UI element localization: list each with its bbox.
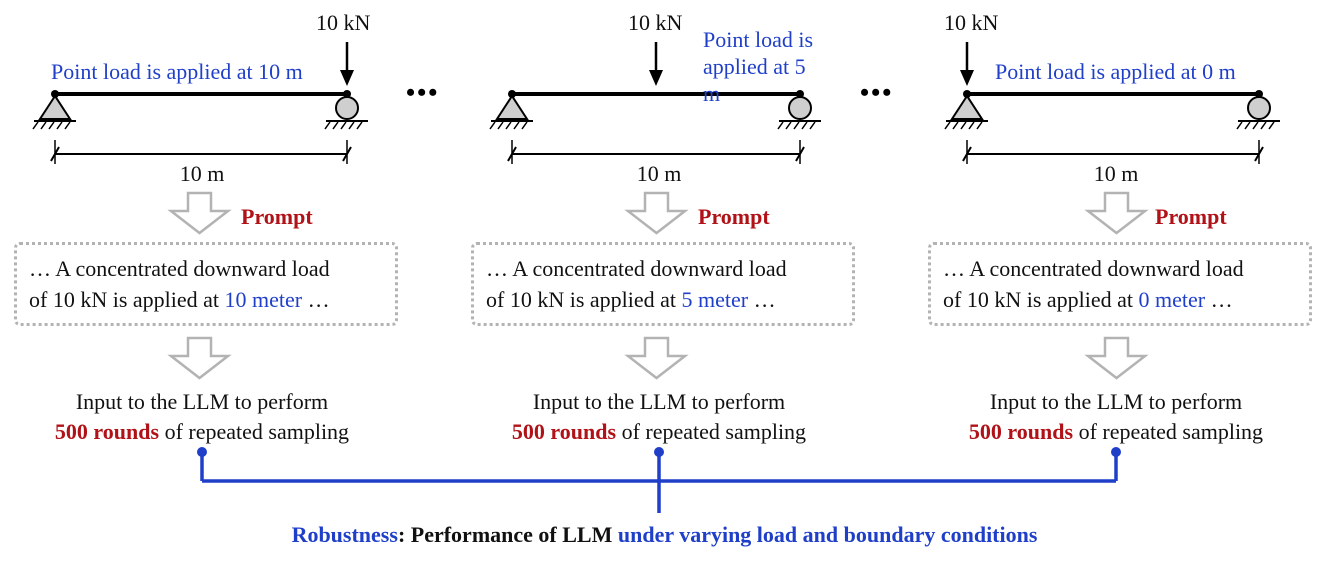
force-label: 10 kN (316, 10, 371, 35)
rounds-highlight: 500 rounds (54, 419, 160, 444)
robustness-connector (197, 447, 1121, 513)
force-label: 10 kN (628, 10, 683, 35)
pin-support (32, 90, 76, 130)
ellipsis-1: ••• (406, 78, 440, 107)
down-arrow-1 (1084, 191, 1149, 235)
down-arrow-2 (167, 336, 232, 380)
dimension-line (507, 140, 805, 164)
prompt-line-1: … A concentrated downward load (943, 256, 1244, 281)
roller-support (777, 90, 821, 130)
prompt-line-2: of 10 kN is applied at 5 meter … (486, 287, 776, 312)
prompt-label: Prompt (1155, 204, 1227, 229)
prompt-position-highlight: 5 meter (681, 287, 749, 312)
prompt-position-highlight: 10 meter (224, 287, 303, 312)
down-arrow-2 (624, 336, 689, 380)
beam-scheme-5m (489, 42, 821, 380)
prompt-position-highlight: 0 meter (1138, 287, 1206, 312)
load-arrow (960, 42, 974, 86)
prompt-label: Prompt (241, 204, 313, 229)
dimension-line (50, 140, 352, 164)
prompt-box: … A concentrated downward load of 10 kN … (928, 242, 1312, 326)
ellipsis-2: ••• (860, 78, 894, 107)
prompt-box: … A concentrated downward load of 10 kN … (471, 242, 855, 326)
down-arrow-2 (1084, 336, 1149, 380)
prompt-line-2: of 10 kN is applied at 10 meter … (29, 287, 330, 312)
roller-support (1236, 90, 1280, 130)
load-position-note: Point load is applied at 5 m (703, 27, 814, 106)
down-arrow-1 (167, 191, 232, 235)
pin-support (944, 90, 988, 130)
load-arrow (340, 42, 354, 86)
prompt-box: … A concentrated downward load of 10 kN … (14, 242, 398, 326)
prompt-line-1: … A concentrated downward load (29, 256, 330, 281)
down-arrow-1 (624, 191, 689, 235)
robustness-statement: Robustness: Performance of LLM under var… (291, 522, 1038, 547)
span-label: 10 m (636, 161, 682, 186)
input-description: Input to the LLM to perform 500 rounds o… (511, 389, 807, 444)
load-position-note: Point load is applied at 0 m (995, 59, 1236, 84)
roller-support (324, 90, 368, 130)
prompt-label: Prompt (698, 204, 770, 229)
robustness-term: Robustness (291, 522, 398, 547)
force-label: 10 kN (944, 10, 999, 35)
rounds-highlight: 500 rounds (511, 419, 617, 444)
prompt-line-1: … A concentrated downward load (486, 256, 787, 281)
beam-scheme-0m (944, 42, 1280, 380)
dimension-line (962, 140, 1264, 164)
input-description: Input to the LLM to perform 500 rounds o… (968, 389, 1264, 444)
rounds-highlight: 500 rounds (968, 419, 1074, 444)
span-label: 10 m (1093, 161, 1139, 186)
beam-scheme-10m (32, 42, 368, 380)
load-position-note: Point load is applied at 10 m (51, 59, 303, 84)
input-description: Input to the LLM to perform 500 rounds o… (54, 389, 350, 444)
pin-support (489, 90, 533, 130)
prompt-line-2: of 10 kN is applied at 0 meter … (943, 287, 1233, 312)
conditions-text: under varying load and boundary conditio… (617, 522, 1038, 547)
performance-text: Performance of LLM (410, 522, 618, 547)
load-arrow (649, 42, 663, 86)
span-label: 10 m (179, 161, 225, 186)
